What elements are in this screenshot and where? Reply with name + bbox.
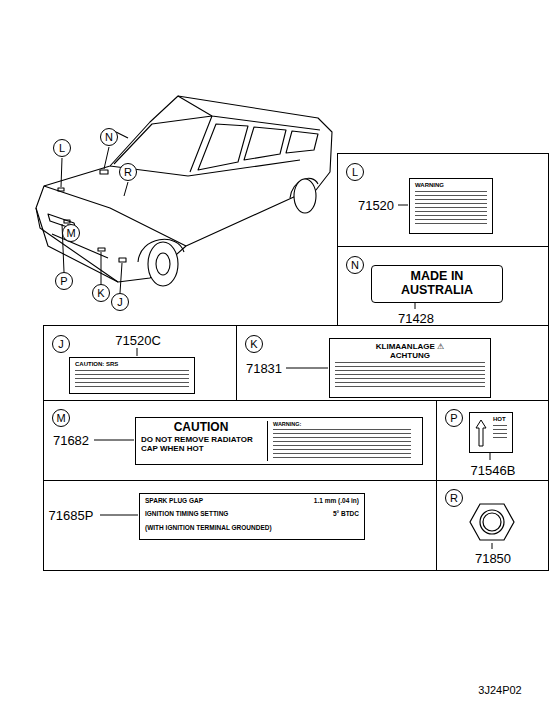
label-sticker: KLIMAANLAGE ⚠ ACHTUNG bbox=[329, 338, 491, 398]
callout-letter: P bbox=[450, 412, 457, 425]
part-panel: 71520C J CAUTION: SRS bbox=[43, 325, 237, 401]
label-sticker: MADE IN AUSTRALIA bbox=[371, 265, 503, 303]
part-panel: 71682 M CAUTIONDO NOT REMOVE RADIATOR CAP … bbox=[43, 400, 437, 481]
text-group: KLIMAANLAGE ⚠ ACHTUNG bbox=[335, 342, 485, 394]
text-group: WARNING: bbox=[267, 421, 411, 461]
label-sticker: WARNING bbox=[409, 178, 493, 234]
text-group: CAUTION: SRS bbox=[75, 361, 189, 390]
callout-letter: K bbox=[97, 287, 104, 300]
text-group: WARNING bbox=[415, 182, 487, 230]
part-panel: 71546B P HOT bbox=[436, 400, 549, 481]
sticker-text: 5° BTDC bbox=[333, 510, 359, 517]
part-panel: 71850 R bbox=[436, 480, 549, 571]
sticker-text: HOT bbox=[493, 416, 506, 423]
text-group: (WITH IGNITION TERMINAL GROUNDED) bbox=[145, 524, 359, 536]
text-group: MADE IN AUSTRALIA bbox=[377, 269, 497, 299]
sticker-text: MADE IN AUSTRALIA bbox=[377, 269, 497, 298]
callout-letter: K bbox=[250, 338, 257, 351]
radiator-cap-nut bbox=[470, 504, 514, 540]
callout-circle: R bbox=[445, 489, 463, 507]
car-illustration bbox=[36, 96, 332, 286]
part-panel: 71685P SPARK PLUG GAP 1.1 mm (.04 in) IGNIT… bbox=[43, 480, 437, 571]
fine-print bbox=[335, 362, 485, 390]
fine-print bbox=[493, 425, 507, 439]
callout-letter: M bbox=[66, 227, 75, 240]
callout-letter: N bbox=[105, 131, 113, 144]
callout-circle: J bbox=[52, 335, 70, 353]
callout-letter: L bbox=[59, 142, 65, 155]
callout-circle: M bbox=[52, 409, 70, 427]
callout-letter: R bbox=[450, 492, 458, 505]
part-number: 71682 bbox=[53, 434, 89, 449]
part-number: 71428 bbox=[398, 312, 434, 327]
callout-circle: M bbox=[62, 224, 80, 242]
arrow-symbol bbox=[475, 418, 487, 448]
callout-circle: K bbox=[92, 284, 110, 302]
part-panel: 71520 L WARNING bbox=[337, 153, 549, 247]
sticker-text: CAUTION bbox=[174, 421, 229, 435]
leader-lines bbox=[61, 147, 492, 549]
part-number: 71850 bbox=[475, 552, 511, 567]
callout-letter: N bbox=[351, 259, 359, 272]
text-group: CAUTIONDO NOT REMOVE RADIATOR CAP WHEN H… bbox=[141, 421, 261, 461]
sticker-text: IGNITION TIMING SETTING bbox=[145, 510, 228, 517]
callout-letter: R bbox=[124, 166, 132, 179]
part-number: 71520 bbox=[358, 199, 394, 214]
part-panel: 71831 K KLIMAANLAGE ⚠ ACHTUNG bbox=[236, 325, 549, 401]
callout-circle: P bbox=[55, 272, 73, 290]
callout-circle: N bbox=[346, 256, 364, 274]
part-number: 71685P bbox=[49, 509, 94, 524]
callout-circle: L bbox=[53, 139, 71, 157]
part-number: 71831 bbox=[246, 362, 282, 377]
fine-print bbox=[273, 429, 411, 459]
fine-print bbox=[75, 370, 189, 390]
callout-letter: J bbox=[58, 338, 64, 351]
callout-circle: N bbox=[100, 128, 118, 146]
label-sticker: HOT bbox=[469, 412, 513, 453]
fine-print bbox=[415, 191, 487, 227]
part-number: 71520C bbox=[115, 334, 161, 349]
part-number: 71546B bbox=[471, 464, 516, 479]
callout-letter: L bbox=[352, 166, 358, 179]
part-panel: 71428 N MADE IN AUSTRALIA bbox=[337, 246, 549, 326]
callout-circle: K bbox=[245, 335, 263, 353]
figure-code: 3J24P02 bbox=[478, 684, 521, 697]
text-group: IGNITION TIMING SETTING 5° BTDC bbox=[145, 510, 359, 522]
sticker-text: CAUTION: SRS bbox=[75, 361, 118, 368]
text-group: HOT bbox=[493, 416, 507, 449]
sticker-text: DO NOT REMOVE RADIATOR CAP WHEN HOT bbox=[141, 435, 261, 453]
callout-circle: P bbox=[445, 409, 463, 427]
callout-circle: R bbox=[119, 163, 137, 181]
sticker-text: SPARK PLUG GAP bbox=[145, 497, 203, 504]
callout-letter: P bbox=[60, 275, 67, 288]
callout-circle: J bbox=[111, 293, 129, 311]
sticker-text: WARNING bbox=[415, 182, 444, 189]
label-sticker: CAUTIONDO NOT REMOVE RADIATOR CAP WHEN H… bbox=[135, 417, 423, 465]
label-sticker: CAUTION: SRS bbox=[69, 357, 195, 394]
sticker-text: WARNING: bbox=[273, 421, 301, 427]
sticker-text: 1.1 mm (.04 in) bbox=[314, 497, 359, 504]
callout-letter: J bbox=[117, 296, 123, 309]
sticker-text: KLIMAANLAGE ⚠ ACHTUNG bbox=[370, 342, 450, 360]
label-sticker: SPARK PLUG GAP 1.1 mm (.04 in) IGNITION TI… bbox=[139, 493, 365, 540]
callout-letter: M bbox=[56, 412, 65, 425]
callout-circle: L bbox=[346, 163, 364, 181]
text-group: SPARK PLUG GAP 1.1 mm (.04 in) bbox=[145, 497, 359, 509]
sticker-text: (WITH IGNITION TERMINAL GROUNDED) bbox=[145, 524, 272, 531]
